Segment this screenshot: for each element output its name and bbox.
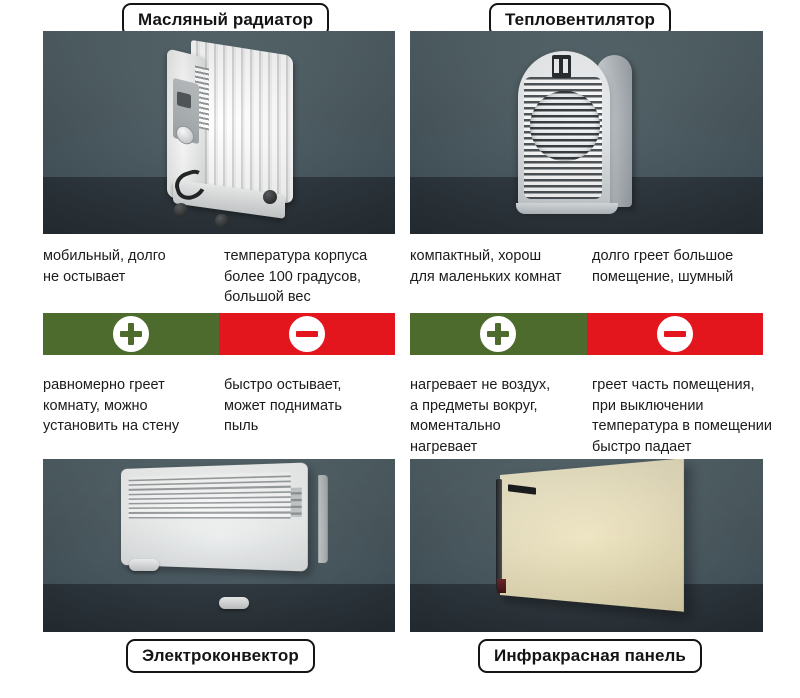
radiator-wheel <box>215 214 229 228</box>
infrared-panel-pros-text: нагревает не воздух,а предметы вокруг,мо… <box>410 377 551 455</box>
photo-convector <box>43 459 395 632</box>
pros-half-right <box>410 313 587 355</box>
photo-vignette <box>410 459 763 632</box>
plus-icon <box>477 313 520 355</box>
fan-heater-illustration <box>510 51 662 219</box>
title-pill-infrared-panel: Инфракрасная панель <box>478 639 702 673</box>
infrared-panel-indicator <box>497 579 506 593</box>
minus-icon <box>286 313 328 355</box>
radiator-wheel <box>263 190 277 204</box>
photo-vignette <box>43 31 395 234</box>
convector-illustration <box>121 462 328 621</box>
convector-leg <box>219 597 249 609</box>
photo-oil-radiator <box>43 31 395 234</box>
title-pill-convector: Электроконвектор <box>126 639 315 673</box>
fan-heater-fan-opening <box>530 91 600 161</box>
photo-fan-heater <box>410 31 763 234</box>
pros-cons-bar-left <box>43 313 395 355</box>
infrared-panel-illustration <box>496 459 684 615</box>
cons-half-left <box>219 313 395 355</box>
infrared-panel-edge <box>496 479 502 591</box>
photo-floor <box>43 583 395 632</box>
plus-icon <box>110 313 152 355</box>
minus-icon <box>653 313 696 355</box>
radiator-wheel <box>174 203 188 217</box>
photo-infrared-panel <box>410 459 763 632</box>
cons-half-right <box>586 313 763 355</box>
convector-leg <box>129 559 159 571</box>
photo-vignette <box>43 459 395 632</box>
fan-heater-foot <box>516 203 618 214</box>
oil-radiator-illustration <box>149 39 309 228</box>
pros-cons-bar-right <box>410 313 763 355</box>
pros-half-left <box>43 313 219 355</box>
fan-heater-control-badge <box>552 55 571 78</box>
photo-vignette <box>410 31 763 234</box>
